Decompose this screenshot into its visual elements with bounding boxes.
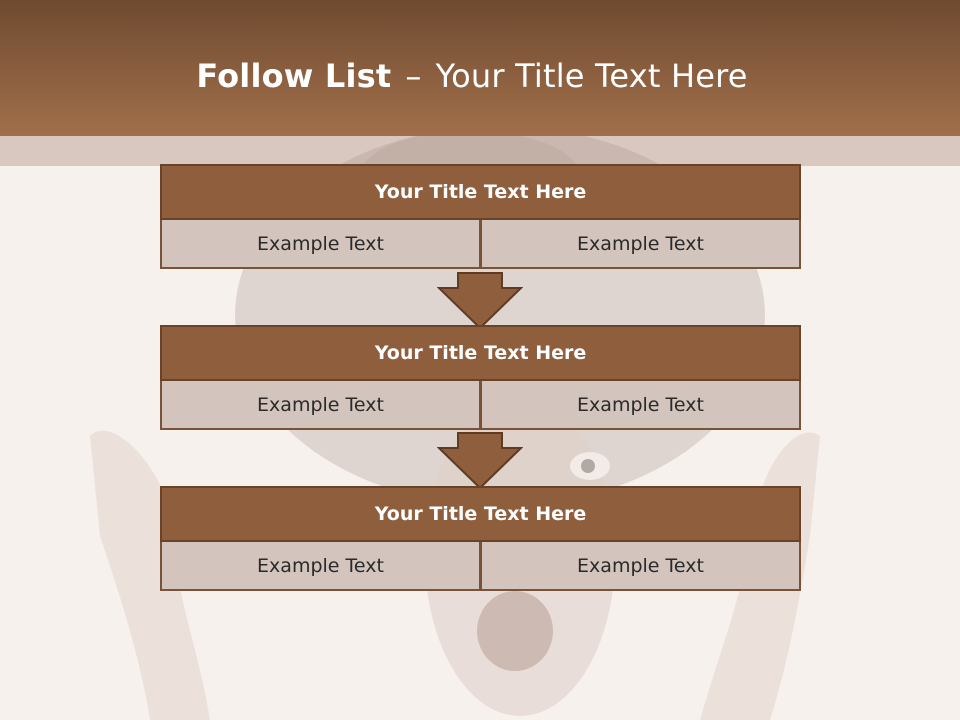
step-row: Example Text Example Text bbox=[160, 542, 801, 591]
step-box-2: Your Title Text Here Example Text Exampl… bbox=[160, 325, 801, 430]
title-bold: Follow List bbox=[196, 57, 392, 95]
step-title: Your Title Text Here bbox=[160, 164, 801, 220]
slide-title: Follow List–Your Title Text Here bbox=[0, 58, 944, 94]
down-arrow-icon bbox=[437, 432, 523, 490]
step-box-3: Your Title Text Here Example Text Exampl… bbox=[160, 486, 801, 591]
step-box-1: Your Title Text Here Example Text Exampl… bbox=[160, 164, 801, 269]
title-rest: Your Title Text Here bbox=[435, 57, 748, 95]
step-cell-left: Example Text bbox=[160, 220, 481, 269]
step-cell-left: Example Text bbox=[160, 542, 481, 591]
step-row: Example Text Example Text bbox=[160, 381, 801, 430]
header-band bbox=[0, 136, 960, 166]
step-cell-right: Example Text bbox=[481, 542, 801, 591]
step-cell-right: Example Text bbox=[481, 381, 801, 430]
step-row: Example Text Example Text bbox=[160, 220, 801, 269]
step-title: Your Title Text Here bbox=[160, 325, 801, 381]
step-cell-left: Example Text bbox=[160, 381, 481, 430]
title-separator: – bbox=[405, 57, 422, 95]
step-cell-right: Example Text bbox=[481, 220, 801, 269]
slide-header bbox=[0, 0, 960, 136]
step-title: Your Title Text Here bbox=[160, 486, 801, 542]
down-arrow-icon bbox=[437, 272, 523, 330]
